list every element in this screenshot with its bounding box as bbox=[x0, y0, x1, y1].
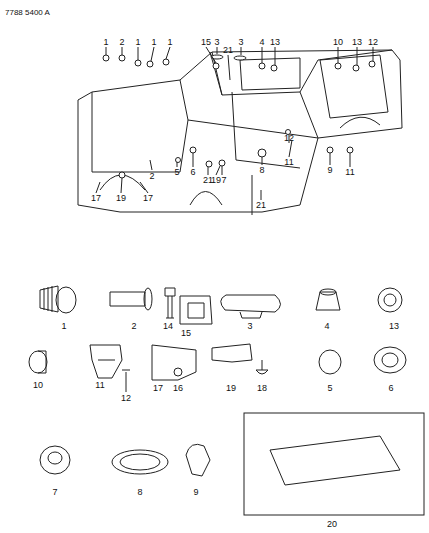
callout-number: 1 bbox=[166, 37, 173, 47]
callout-number: 5 bbox=[173, 167, 180, 177]
callout-number: 6 bbox=[387, 383, 394, 393]
callout-number: 2 bbox=[148, 171, 155, 181]
callout-number: 16 bbox=[172, 383, 184, 393]
callout-number: 13 bbox=[351, 37, 363, 47]
callout-number: 3 bbox=[237, 37, 244, 47]
callout-number: 13 bbox=[269, 37, 281, 47]
callout-number: 1 bbox=[60, 321, 67, 331]
callout-number: 10 bbox=[32, 380, 44, 390]
callout-number: 21 bbox=[255, 200, 267, 210]
callout-number: 4 bbox=[258, 37, 265, 47]
callout-number: 2 bbox=[118, 37, 125, 47]
callout-number: 4 bbox=[323, 321, 330, 331]
callout-number: 14 bbox=[162, 321, 174, 331]
callout-number: 12 bbox=[120, 393, 132, 403]
callout-number: 21 bbox=[222, 45, 234, 55]
callout-number: 1 bbox=[150, 37, 157, 47]
callout-number: 1 bbox=[134, 37, 141, 47]
callout-number: 15 bbox=[180, 328, 192, 338]
callout-number: 7 bbox=[51, 487, 58, 497]
callout-number: 20 bbox=[326, 519, 338, 529]
callout-number: 9 bbox=[192, 487, 199, 497]
callout-number: 3 bbox=[246, 321, 253, 331]
callout-number: 2 bbox=[130, 321, 137, 331]
callout-number: 8 bbox=[258, 165, 265, 175]
callout-number: 1 bbox=[102, 37, 109, 47]
callout-number: 12 bbox=[367, 37, 379, 47]
callout-number: 7 bbox=[220, 175, 227, 185]
callout-number: 19 bbox=[115, 193, 127, 203]
callout-number: 17 bbox=[90, 193, 102, 203]
callout-number: 12 bbox=[283, 133, 295, 143]
callout-number: 13 bbox=[388, 321, 400, 331]
callout-number: 11 bbox=[94, 380, 105, 390]
callout-number: 9 bbox=[326, 165, 333, 175]
callout-number: 5 bbox=[326, 383, 333, 393]
callout-number: 18 bbox=[256, 383, 268, 393]
callout-number: 11 bbox=[344, 167, 355, 177]
callout-number: 6 bbox=[189, 167, 196, 177]
callout-number: 17 bbox=[152, 383, 164, 393]
callout-number: 3 bbox=[213, 37, 220, 47]
drawing-number: 7788 5400 A bbox=[4, 8, 51, 18]
callout-number: 15 bbox=[200, 37, 212, 47]
callout-number: 19 bbox=[210, 175, 222, 185]
callout-number: 17 bbox=[142, 193, 154, 203]
callout-number: 10 bbox=[332, 37, 344, 47]
callout-number: 8 bbox=[136, 487, 143, 497]
callout-number: 19 bbox=[225, 383, 237, 393]
callout-number: 11 bbox=[283, 157, 294, 167]
